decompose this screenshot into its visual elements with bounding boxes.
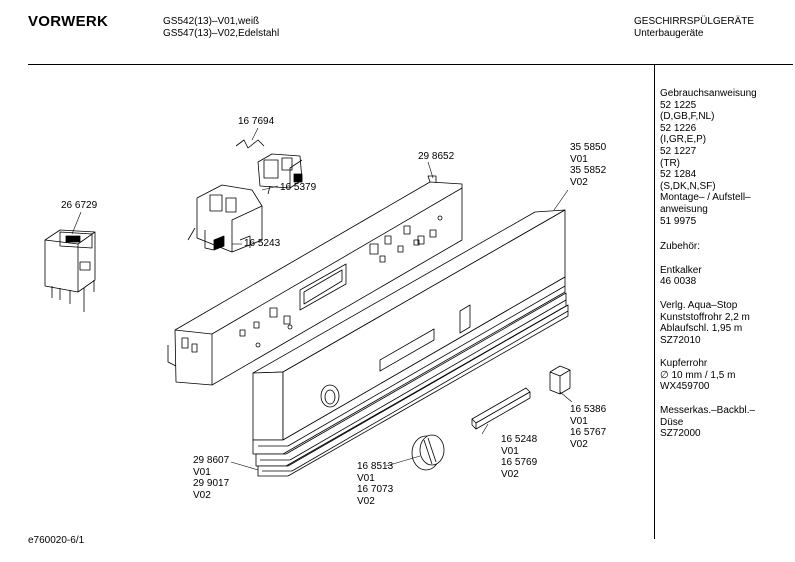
label-167694: 16 7694 [238,116,274,128]
document-line: 52 1284 [660,169,697,181]
document-line: (D,GB,F,NL) [660,111,715,123]
push-button-bar-drawing [471,387,531,430]
part-label-line: V01 [357,472,375,484]
part-label-line: 16 5248 [501,434,538,445]
front-fascia-drawing [252,209,566,441]
part-label-line: V02 [501,468,519,480]
document-line: 52 1226 [660,122,697,134]
accessory-line: ∅ 10 mm / 1,5 m [660,369,736,381]
part-label-line: V02 [570,438,588,450]
part-label-line: V01 [193,466,211,478]
gasket-strips-drawing [252,276,569,477]
relay-block-drawing [257,153,303,195]
part-label-line: V01 [501,445,519,457]
part-label-line: 16 5386 [570,404,607,415]
category-line-1: GESCHIRRSPÜLGERÄTE [634,16,755,27]
control-panel-frame-drawing [167,175,463,386]
brand-logo: VORWERK [28,13,109,30]
accessory-line: Entkalker [660,264,702,276]
label-165379: 16 5379 [280,182,316,194]
part-label-line: 16 5769 [501,457,538,469]
category-line-2: Unterbaugeräte [634,28,704,39]
accessory-line: Kupferrohr [660,358,708,370]
document-line: 52 1225 [660,99,697,111]
header-divider [28,64,793,65]
accessory-line: WX459700 [660,381,710,393]
part-label-line: 16 7073 [357,484,394,496]
document-line: 52 1227 [660,145,697,157]
part-label-line: V02 [193,489,211,501]
part-label-line: 16 5379 [280,182,317,193]
part-label-line: 26 6729 [61,200,98,211]
label-266729: 26 6729 [61,200,97,212]
accessory-line: Düse [660,416,684,428]
document-line: 51 9975 [660,215,697,227]
document-line: (I,GR,E,P) [660,134,707,146]
part-label-line: 29 8652 [418,151,455,162]
sidebar-divider [654,64,655,539]
document-line: (TR) [660,157,680,169]
accessory-line: Kunststoffrohr 2,2 m [660,311,750,323]
part-label-line: V01 [570,415,588,427]
switch-assembly-drawing [187,184,263,253]
part-label-line: V01 [570,153,588,165]
accessory-line: SZ72010 [660,334,701,346]
part-label-line: 16 5767 [570,427,607,439]
part-label-line: V02 [357,495,375,507]
model-line-1: GS542(13)–V01,weiß [163,16,260,27]
part-label-line: 16 8513 [357,461,394,472]
model-line-2: GS547(13)–V02,Edelstahl [163,28,280,39]
part-label-line: 16 7694 [238,116,275,127]
part-label-line: 29 9017 [193,478,230,490]
accessory-line: Messerkas.–Backbl.– [660,405,756,417]
accessory-line: Verlg. Aqua–Stop [660,299,738,311]
accessories-title: Zubehör: [660,241,701,253]
leader-lines [71,127,573,471]
part-label-line: 35 5850 [570,142,607,153]
exploded-parts-drawing [44,127,573,477]
label-165243: 16 5243 [244,238,280,250]
small-button-drawing [549,365,571,395]
part-label-line: 16 5243 [244,238,281,249]
drawing-code: e760020-6/1 [28,535,85,546]
accessory-line: 46 0038 [660,276,697,288]
document-line: Gebrauchsanweisung [660,88,757,99]
part-label-line: 29 8607 [193,455,230,466]
document-line: Montage– / Aufstell– [660,192,751,204]
document-line: (S,DK,N,SF) [660,180,716,192]
rotary-knob-drawing [411,434,445,471]
accessory-line: Ablaufschl. 1,95 m [660,323,743,335]
part-label-line: V02 [570,176,588,188]
label-298652: 29 8652 [418,151,454,163]
part-label-line: 35 5852 [570,165,607,177]
document-line: anweisung [660,203,708,215]
accessory-line: SZ72000 [660,428,701,440]
switch-module-drawing [44,229,96,312]
wire-drawing [235,139,265,149]
